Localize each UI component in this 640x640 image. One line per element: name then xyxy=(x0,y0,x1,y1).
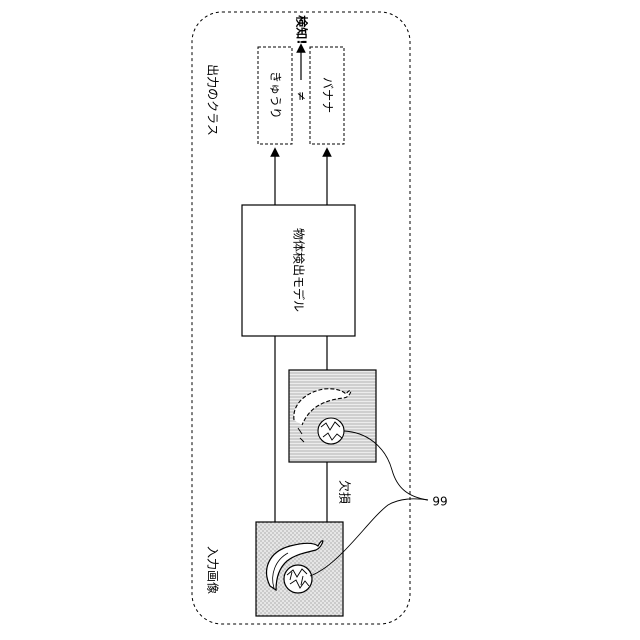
missing-damaged-region xyxy=(318,418,344,444)
missing-label: 欠損 xyxy=(338,480,353,504)
damaged-region xyxy=(284,565,312,593)
output-classes-caption: 出力のクラス xyxy=(206,64,220,136)
detected-label: 検知! xyxy=(295,15,310,44)
missing-image xyxy=(289,370,376,462)
output-class-cucumber-label: きゅうり xyxy=(269,71,283,119)
reference-number: 99 xyxy=(432,495,447,509)
input-image-caption: 入力画像 xyxy=(206,546,220,594)
input-image xyxy=(256,522,343,616)
model-label: 物体検出モデル xyxy=(292,228,307,312)
output-class-banana-label: バナナ xyxy=(321,77,335,113)
not-equal-sign: ≠ xyxy=(295,91,309,101)
